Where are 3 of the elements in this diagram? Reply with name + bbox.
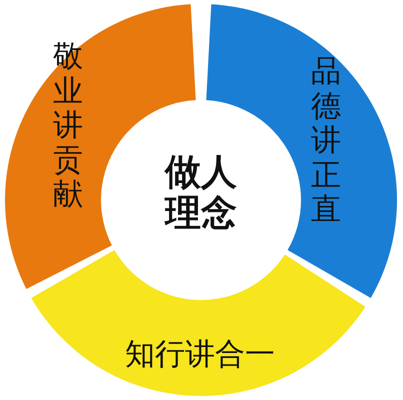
segment-label: 品德讲正直: [310, 55, 342, 228]
center-title: 做人理念: [163, 152, 238, 235]
segment-label: 知行讲合一: [125, 338, 275, 372]
